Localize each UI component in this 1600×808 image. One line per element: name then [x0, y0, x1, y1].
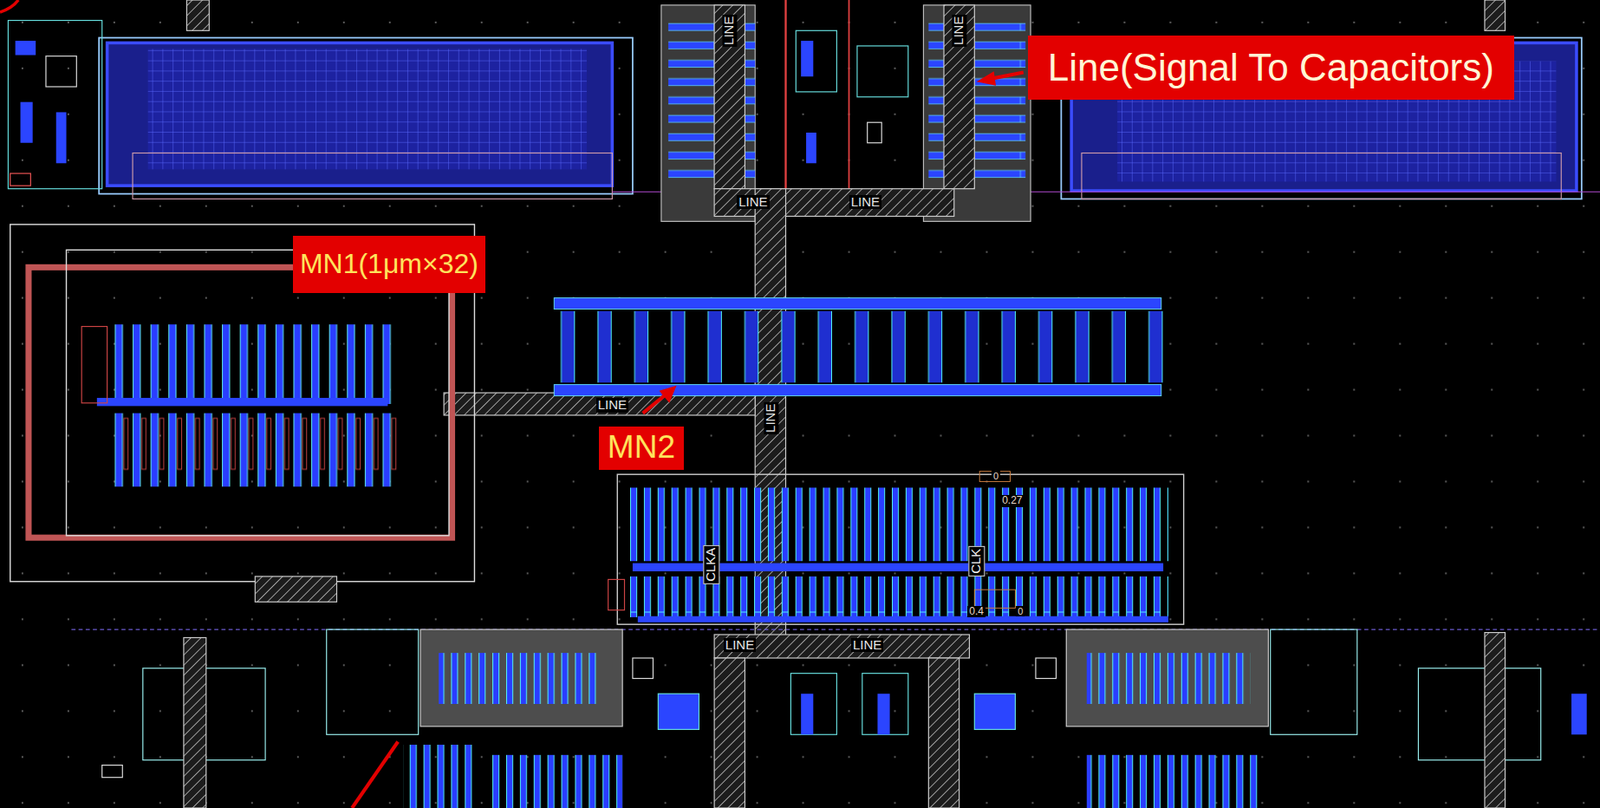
peripheral-cells	[183, 637, 207, 808]
capacitor-array	[132, 153, 612, 200]
net-label: LINE	[851, 637, 884, 653]
peripheral-cells	[1484, 632, 1506, 808]
net-label: LINE	[849, 195, 882, 210]
peripheral-cells	[102, 765, 124, 778]
net-label: 0.27	[1000, 494, 1024, 507]
net-label: 0	[1015, 605, 1025, 617]
callout-arrow	[659, 385, 677, 404]
logic-cell	[10, 173, 32, 186]
peripheral-cells	[71, 629, 1600, 808]
transistor-mn2	[551, 311, 1164, 383]
capacitor-array	[148, 48, 587, 170]
signal-line	[714, 634, 970, 658]
peripheral-cells	[877, 693, 890, 735]
callout-arrow	[0, 0, 19, 13]
peripheral-cells	[862, 673, 909, 735]
switch-stack	[795, 30, 837, 92]
transistor-mn2	[553, 298, 1161, 310]
peripheral-cells	[1035, 657, 1057, 679]
callout-arrow	[991, 72, 1023, 79]
net-label: 0	[991, 470, 1001, 482]
net-label: LINE	[764, 402, 780, 435]
net-label: LINE	[723, 637, 756, 653]
logic-cell	[7, 20, 102, 189]
logic-cell	[56, 111, 67, 163]
switch-stack	[806, 132, 817, 163]
peripheral-cells	[1066, 629, 1269, 727]
transistor-mn1	[81, 326, 107, 404]
logic-cell	[45, 56, 77, 87]
peripheral-cells	[1086, 754, 1261, 808]
logic-cell	[1484, 0, 1506, 31]
callout-box: Line(Signal To Capacitors)	[1027, 35, 1516, 100]
peripheral-cells	[800, 693, 814, 735]
transistor-clk	[608, 471, 1184, 625]
peripheral-cells	[489, 754, 623, 808]
callout-text: MN1(1μm×32)	[299, 248, 479, 280]
logic-cell	[20, 102, 33, 144]
peripheral-cells	[1571, 693, 1587, 735]
transistor-mn1	[28, 266, 453, 538]
net-label: 0.4	[967, 605, 986, 618]
peripheral-cells	[1270, 629, 1358, 735]
transistor-mn1	[97, 397, 389, 406]
callout-arrow	[351, 741, 398, 808]
peripheral-cells	[438, 652, 602, 704]
switch-stack	[943, 5, 975, 189]
logic-cell	[15, 40, 37, 55]
switch-stack	[661, 0, 1031, 222]
callout-text: MN2	[607, 429, 676, 466]
callout-box: MN1(1μm×32)	[292, 235, 486, 293]
transistor-clk	[608, 578, 625, 610]
peripheral-cells	[1086, 652, 1250, 704]
peripheral-cells	[974, 693, 1015, 729]
transistor-clk	[617, 474, 1184, 625]
callout-box: MN2	[598, 426, 684, 469]
capacitor-array	[98, 38, 633, 195]
peripheral-cells	[1417, 668, 1541, 761]
signal-line	[714, 657, 745, 808]
transistor-mn1	[112, 413, 399, 488]
net-label: LINE	[736, 195, 769, 210]
switch-stack	[800, 40, 814, 77]
transistor-mn2	[553, 384, 1161, 397]
logic-cell	[186, 0, 209, 31]
callout-arrow	[643, 394, 666, 413]
peripheral-cells	[326, 629, 419, 735]
callout-text: Line(Signal To Capacitors)	[1047, 46, 1495, 89]
transistor-mn2	[551, 298, 1164, 397]
peripheral-cells	[632, 657, 654, 679]
net-label: LINE	[596, 397, 629, 413]
switch-stack	[857, 45, 909, 98]
callout-arrow	[976, 71, 996, 85]
switch-stack	[714, 5, 745, 189]
capacitor-array	[107, 42, 613, 186]
switch-stack	[784, 0, 787, 189]
net-label: CLK	[968, 546, 985, 577]
peripheral-cells	[790, 673, 837, 735]
peripheral-cells	[657, 693, 699, 729]
peripheral-cells	[71, 628, 1600, 630]
callout-arrow	[0, 0, 1024, 808]
switch-stack	[867, 122, 882, 144]
switch-stack	[928, 20, 1026, 184]
transistor-mn1	[112, 324, 399, 404]
net-label: LINE	[722, 14, 738, 47]
net-label: LINE	[951, 14, 967, 47]
signal-line	[928, 657, 959, 808]
peripheral-cells	[403, 744, 475, 808]
net-label: CLKA	[702, 544, 720, 584]
transistor-mn1	[254, 576, 337, 602]
transistor-clk	[637, 616, 1169, 623]
peripheral-cells	[420, 629, 623, 727]
signal-line	[714, 188, 955, 217]
switch-stack	[848, 0, 851, 189]
